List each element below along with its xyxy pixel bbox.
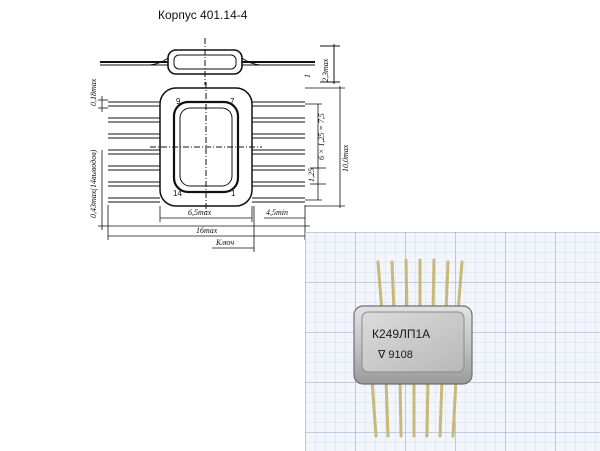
pin-number-1: 1	[231, 189, 236, 198]
top-view	[150, 82, 262, 212]
dim-height-max: 2,3max	[321, 58, 330, 82]
page-title: Корпус 401.14-4	[158, 8, 248, 22]
left-dimension-lines	[98, 96, 310, 252]
dim-lead-thickness: 0,18max	[89, 78, 98, 106]
dim-pitch: 6 × 1,25 = 7,5	[317, 113, 326, 160]
pin-number-9: 9	[176, 97, 181, 106]
chip-marking-type: К249ЛП1А	[372, 327, 430, 341]
dim-pin-pitch: 1,25	[307, 168, 316, 182]
right-leads	[252, 101, 305, 203]
pin-number-14: 14	[173, 189, 182, 198]
dim-lead-length: 4,5min	[266, 208, 288, 217]
photo-top-leads	[376, 258, 464, 314]
chip-photo: К249ЛП1А ∇ 9108	[305, 232, 600, 451]
pin-number-7: 7	[230, 97, 235, 106]
key-label: Ключ	[215, 238, 234, 247]
side-view	[100, 38, 340, 85]
dim-total-length: 16max	[196, 226, 218, 235]
right-dimension-lines	[305, 86, 345, 208]
dim-body-width: 6,5max	[188, 208, 212, 217]
photo-bottom-leads	[370, 378, 458, 438]
dim-step-one: 1	[303, 74, 312, 78]
dim-lead-width: 0,43max(14выводов)	[89, 149, 98, 218]
dim-width-max: 10,0max	[341, 144, 350, 172]
chip-marking-date: ∇ 9108	[377, 349, 413, 361]
left-leads	[108, 101, 160, 203]
